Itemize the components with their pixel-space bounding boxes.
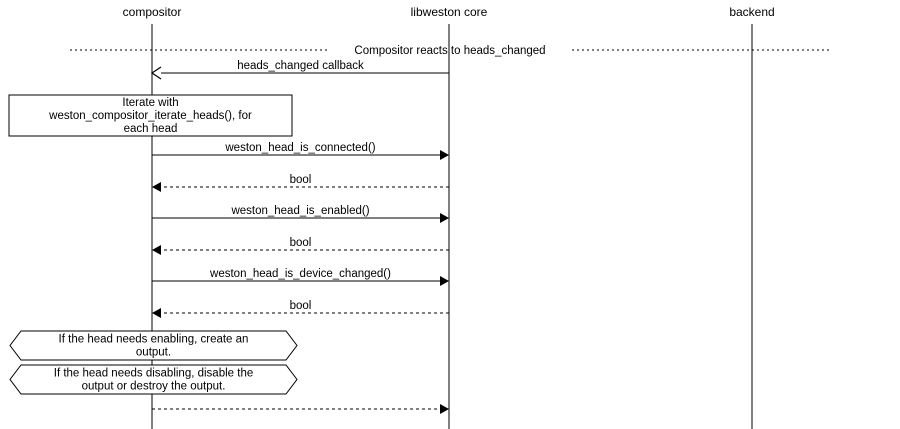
message-label-weston-head-is-device-changed: weston_head_is_device_changed() xyxy=(209,268,391,280)
note-iterate-note: Iterate withweston_compositor_iterate_he… xyxy=(8,94,293,137)
arrowhead-heads-changed-callback xyxy=(150,66,162,80)
note-line-note-enable-head-0: If the head needs enabling, create an xyxy=(59,334,249,346)
note-note-disable-head: If the head needs disabling, disable the… xyxy=(9,364,298,395)
note-line-iterate-note-2: each head xyxy=(124,123,178,135)
message-label-weston-head-is-enabled: weston_head_is_enabled() xyxy=(230,205,369,217)
lifeline-label-libweston-core: libweston core xyxy=(411,5,488,19)
lifeline-libweston-core: libweston core xyxy=(411,5,488,429)
arrowhead-bool-enabled xyxy=(152,245,161,255)
note-line-iterate-note-0: Iterate with xyxy=(122,97,178,109)
note-line-iterate-note-1: weston_compositor_iterate_heads(), for xyxy=(48,110,252,122)
message-bool-device-changed: bool xyxy=(152,300,449,318)
note-line-note-disable-head-0: If the head needs disabling, disable the xyxy=(54,368,253,380)
arrowhead-weston-head-is-enabled xyxy=(440,213,449,223)
note-shape-iterate-note xyxy=(8,94,293,137)
message-final-return xyxy=(152,404,449,414)
message-label-bool-enabled: bool xyxy=(290,237,312,249)
message-weston-head-is-enabled: weston_head_is_enabled() xyxy=(152,205,449,223)
message-heads-changed-callback: heads_changed callback xyxy=(150,60,449,80)
note-note-enable-head: If the head needs enabling, create anout… xyxy=(9,330,298,361)
separator-label: Compositor reacts to heads_changed xyxy=(354,45,545,57)
lifeline-label-backend: backend xyxy=(729,5,774,19)
message-weston-head-is-device-changed: weston_head_is_device_changed() xyxy=(152,268,449,286)
note-line-note-disable-head-1: output or destroy the output. xyxy=(82,381,226,393)
arrowhead-weston-head-is-connected xyxy=(440,150,449,160)
separator-compositor-reacts: Compositor reacts to heads_changed xyxy=(70,45,830,57)
message-label-bool-device-changed: bool xyxy=(290,300,312,312)
message-label-weston-head-is-connected: weston_head_is_connected() xyxy=(224,142,375,154)
arrowhead-final-return xyxy=(440,404,449,414)
arrowhead-weston-head-is-device-changed xyxy=(440,276,449,286)
message-label-bool-connected: bool xyxy=(290,174,312,186)
arrowhead-bool-device-changed xyxy=(152,308,161,318)
arrowhead-bool-connected xyxy=(152,182,161,192)
message-label-heads-changed-callback: heads_changed callback xyxy=(237,60,364,72)
message-bool-connected: bool xyxy=(152,174,449,192)
message-weston-head-is-connected: weston_head_is_connected() xyxy=(152,142,449,160)
note-shape-note-disable-head xyxy=(9,364,298,395)
message-bool-enabled: bool xyxy=(152,237,449,255)
note-shape-note-enable-head xyxy=(9,330,298,361)
lifeline-compositor: compositor xyxy=(123,5,182,429)
lifeline-label-compositor: compositor xyxy=(123,5,182,19)
note-line-note-enable-head-1: output. xyxy=(136,347,171,359)
lifeline-backend: backend xyxy=(729,5,775,429)
